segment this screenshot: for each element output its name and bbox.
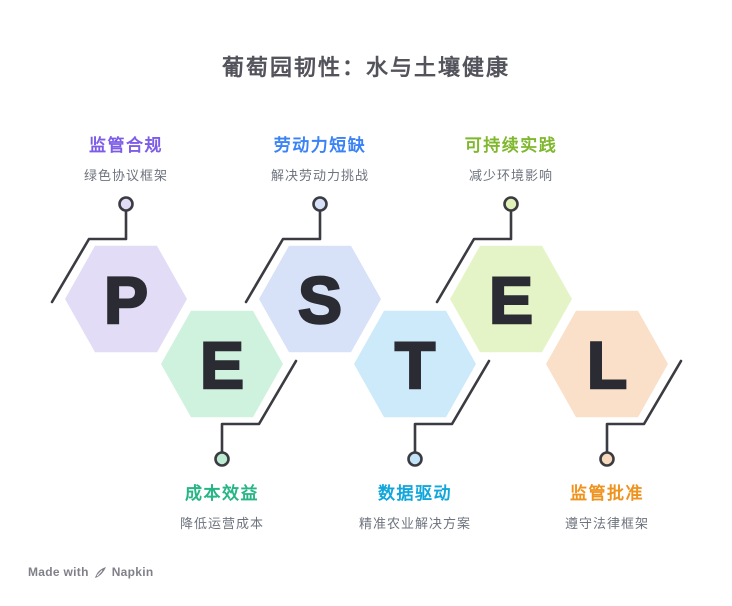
- hexagon-t: [350, 307, 480, 421]
- connector-line: [435, 209, 513, 304]
- connector-dot: [407, 451, 423, 467]
- label-labor-shortage: 劳动力短缺 解决劳动力挑战: [210, 131, 430, 184]
- hexagon-group-e1: E: [157, 307, 298, 467]
- made-with-text: Made with: [28, 565, 89, 579]
- label-sustainable-practices: 可持续实践 减少环境影响: [401, 131, 621, 184]
- label-subtitle: 绿色协议框架: [83, 168, 168, 183]
- connector-dot: [503, 196, 519, 212]
- label-title: 监管合规: [89, 136, 163, 155]
- label-data-driven: 数据驱动 精准农业解决方案: [305, 479, 525, 532]
- connector-line: [413, 359, 491, 454]
- label-subtitle: 减少环境影响: [468, 168, 553, 183]
- hex-letter-t: T: [395, 328, 435, 402]
- hexagon-l: [542, 307, 672, 421]
- label-cost-benefit: 成本效益 降低运营成本: [112, 479, 332, 532]
- hex-letter-l: L: [587, 328, 627, 402]
- brand-text: Napkin: [111, 565, 154, 579]
- label-regulatory-approval: 监管批准 遵守法律框架: [497, 479, 717, 532]
- hex-letter-e2: E: [489, 263, 533, 337]
- label-subtitle: 降低运营成本: [179, 516, 264, 531]
- connector-dot: [118, 196, 134, 212]
- label-title: 数据驱动: [378, 484, 452, 503]
- hexagon-e2: [446, 242, 576, 356]
- connector-line: [50, 209, 128, 304]
- hex-letter-e1: E: [200, 328, 244, 402]
- pen-nib-icon: [94, 566, 106, 578]
- connector-dot: [214, 451, 230, 467]
- hexagon-group-l: L: [542, 307, 683, 467]
- connector-line: [220, 359, 298, 454]
- connector-line: [244, 209, 322, 304]
- label-subtitle: 解决劳动力挑战: [270, 168, 369, 183]
- hexagon-e1: [157, 307, 287, 421]
- label-subtitle: 遵守法律框架: [564, 516, 649, 531]
- hex-letter-p: P: [104, 263, 148, 337]
- label-title: 监管批准: [570, 484, 644, 503]
- connector-dot: [599, 451, 615, 467]
- page-title: 葡萄园韧性：水与土壤健康: [221, 55, 510, 80]
- hexagon-s: [255, 242, 385, 356]
- label-subtitle: 精准农业解决方案: [358, 516, 471, 531]
- hexagon-group-p: P: [50, 196, 191, 356]
- hexagon-group-t: T: [350, 307, 491, 467]
- label-title: 劳动力短缺: [273, 136, 367, 155]
- label-title: 成本效益: [185, 484, 259, 503]
- label-regulatory-compliance: 监管合规 绿色协议框架: [16, 131, 236, 184]
- made-with-napkin: Made with Napkin: [28, 565, 154, 579]
- hexagon-group-s: S: [244, 196, 385, 356]
- hex-letter-s: S: [298, 263, 342, 337]
- hexagon-p: [61, 242, 191, 356]
- connector-line: [605, 359, 683, 454]
- label-title: 可持续实践: [464, 136, 558, 155]
- connector-dot: [312, 196, 328, 212]
- hexagon-group-e2: E: [435, 196, 576, 356]
